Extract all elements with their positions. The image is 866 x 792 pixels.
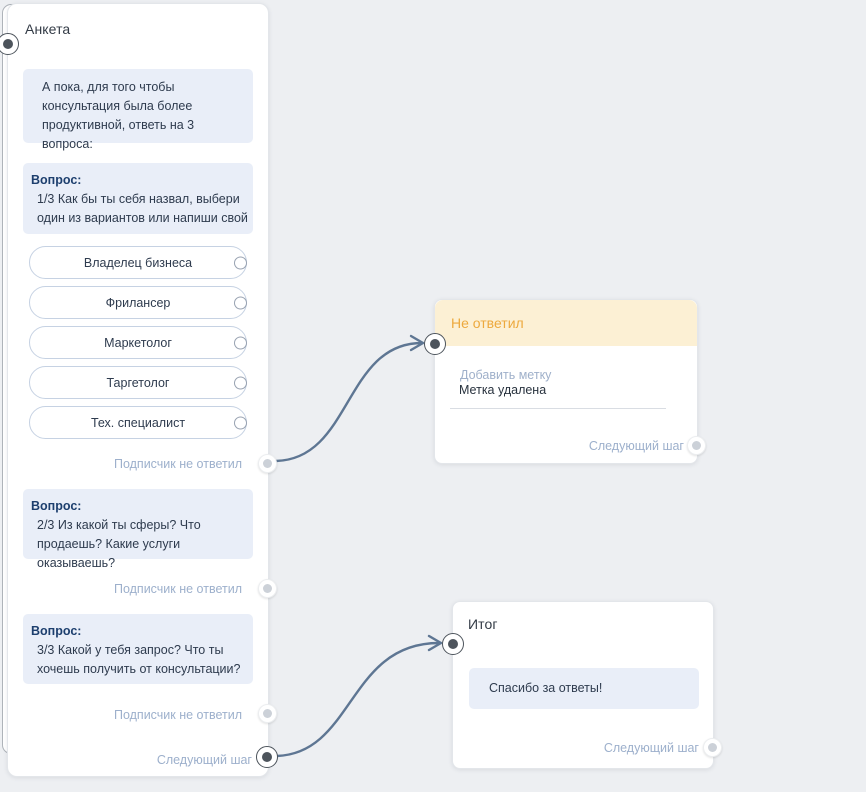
node-title: Анкета (25, 21, 71, 37)
answer-button-freelancer[interactable]: Фрилансер (29, 286, 247, 319)
next-step-output-connector[interactable] (703, 738, 722, 757)
button-output-connector[interactable] (234, 256, 247, 269)
answer-button-marketolog[interactable]: Маркетолог (29, 326, 247, 359)
no-answer-output-connector-3[interactable] (258, 704, 277, 723)
next-step-output-connector[interactable] (687, 436, 706, 455)
question-box-3: Вопрос: 3/3 Какой у тебя запрос? Что ты … (23, 614, 253, 684)
node-title: Итог (468, 616, 498, 632)
answer-button-label: Фрилансер (105, 295, 171, 310)
input-connector[interactable] (442, 633, 464, 655)
connector-dot-icon (263, 584, 272, 593)
connector-dot-icon (262, 752, 272, 762)
no-answer-label-2: Подписчик не ответил (113, 582, 242, 596)
answer-button-label: Маркетолог (104, 335, 172, 350)
answer-button-label: Таргетолог (106, 375, 170, 390)
question-box-2: Вопрос: 2/3 Из какой ты сферы? Что прода… (23, 489, 253, 570)
connector-dot-icon (263, 709, 272, 718)
node-card-anketa[interactable]: Анкета А пока, для того чтобы консультац… (0, 3, 278, 777)
no-answer-label-3: Подписчик не ответил (113, 708, 242, 722)
node-card-result[interactable]: Итог Спасибо за ответы! Следующий шаг (442, 601, 722, 769)
button-output-connector[interactable] (234, 336, 247, 349)
answer-button-vladelets[interactable]: Владелец бизнеса (29, 246, 247, 279)
connector-dot-icon (430, 339, 440, 349)
question-label: Вопрос: (31, 624, 82, 638)
tag-field-underline (450, 408, 666, 409)
no-answer-output-connector-2[interactable] (258, 579, 277, 598)
tag-value[interactable]: Метка удалена (459, 383, 547, 397)
input-connector[interactable] (0, 33, 19, 55)
next-step-output-connector[interactable] (256, 746, 278, 768)
edge-no-answer (274, 341, 424, 463)
answer-button-label: Владелец бизнеса (83, 255, 193, 270)
connector-dot-icon (3, 39, 13, 49)
connector-dot-icon (708, 743, 717, 752)
connector-dot-icon (263, 459, 272, 468)
question-label: Вопрос: (31, 499, 82, 513)
question-text: 2/3 Из какой ты сферы? Что продаешь? Как… (37, 518, 201, 570)
edge-next-step-arrowhead (427, 634, 443, 652)
connector-dot-icon (448, 639, 458, 649)
next-step-label: Следующий шаг (588, 439, 684, 453)
input-connector[interactable] (424, 333, 446, 355)
no-answer-output-connector-1[interactable] (258, 454, 277, 473)
node-card-no-answer[interactable]: Не ответил Добавить метку Метка удалена … (424, 299, 706, 464)
warning-header (435, 300, 697, 346)
result-message-box: Спасибо за ответы! (469, 668, 699, 709)
intro-message-box: А пока, для того чтобы консультация была… (23, 69, 253, 151)
question-text: 3/3 Какой у тебя запрос? Что ты хочешь п… (37, 643, 241, 676)
answer-button-label: Тех. специалист (90, 415, 186, 430)
button-output-connector[interactable] (234, 296, 247, 309)
intro-message-text: А пока, для того чтобы консультация была… (42, 80, 195, 151)
add-tag-field[interactable]: Добавить метку (460, 368, 552, 382)
connector-dot-icon (692, 441, 701, 450)
next-step-label: Следующий шаг (603, 741, 699, 755)
question-box-1: Вопрос: 1/3 Как бы ты себя назвал, выбер… (23, 163, 253, 234)
node-title: Не ответил (451, 315, 524, 331)
question-text: 1/3 Как бы ты себя назвал, выбери один и… (37, 192, 248, 225)
no-answer-label-1: Подписчик не ответил (113, 457, 242, 471)
next-step-label: Следующий шаг (156, 753, 252, 767)
edge-next-step (275, 641, 441, 758)
button-output-connector[interactable] (234, 416, 247, 429)
result-message-text: Спасибо за ответы! (489, 681, 603, 695)
question-label: Вопрос: (31, 173, 82, 187)
answer-button-targetolog[interactable]: Таргетолог (29, 366, 247, 399)
button-output-connector[interactable] (234, 376, 247, 389)
edge-no-answer-arrowhead (409, 334, 425, 352)
answer-button-tech-specialist[interactable]: Тех. специалист (29, 406, 247, 439)
